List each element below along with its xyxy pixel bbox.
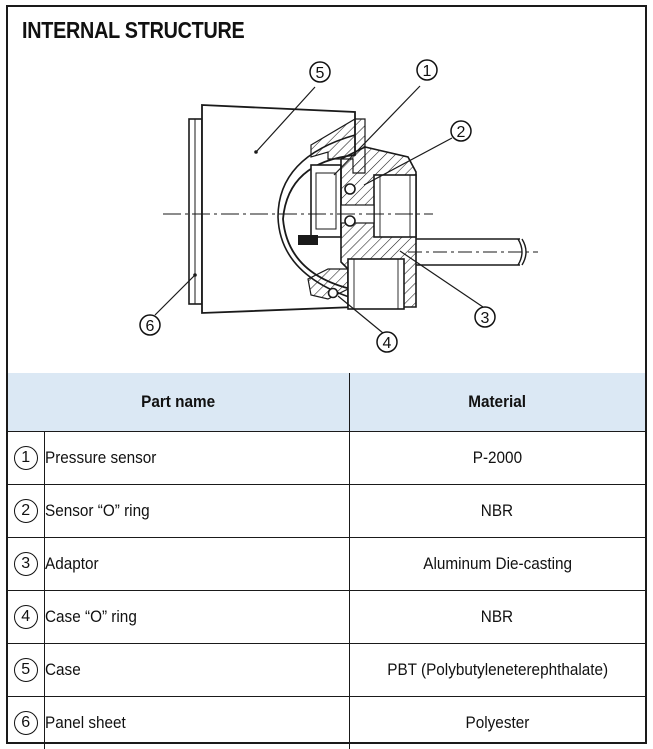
table-row: 3 Adaptor Aluminum Die-casting — [8, 537, 646, 591]
row-number: 4 — [8, 590, 45, 644]
adaptor-shape — [340, 146, 417, 310]
callout-4: 4 — [376, 331, 398, 353]
material-cell: P-2000 — [348, 431, 646, 485]
table-row: 1 Pressure sensor P-2000 — [8, 431, 646, 485]
part-name-cell: Adaptor — [43, 537, 350, 591]
callout-3: 3 — [474, 306, 496, 328]
table-row: 5 Case PBT (Polybutyleneterephthalate) — [8, 643, 646, 697]
callout-6: 6 — [139, 314, 161, 336]
table-header-row: Part name Material — [8, 373, 646, 432]
row-number: 5 — [8, 643, 45, 697]
table-row: 2 Sensor “O” ring NBR — [8, 484, 646, 538]
svg-text:6: 6 — [146, 318, 155, 335]
panel-title: INTERNAL STRUCTURE — [22, 17, 245, 43]
svg-text:2: 2 — [457, 124, 466, 141]
part-name-cell: Pressure sensor — [43, 431, 350, 485]
header-material: Material — [348, 373, 646, 432]
row-number: 6 — [8, 696, 45, 749]
internal-structure-panel: INTERNAL STRUCTURE — [8, 7, 645, 375]
pressure-sensor-shape — [298, 164, 342, 245]
leader-lines — [154, 85, 484, 334]
parts-table: Part name Material 1 Pressure sensor P-2… — [8, 373, 646, 749]
row-number: 1 — [8, 431, 45, 485]
svg-text:4: 4 — [383, 335, 392, 352]
material-cell: PBT (Polybutyleneterephthalate) — [348, 643, 646, 697]
case-o-ring-shape — [327, 287, 339, 299]
row-number: 2 — [8, 484, 45, 538]
svg-text:5: 5 — [316, 65, 325, 82]
part-name-cell: Case “O” ring — [43, 590, 350, 644]
header-part-name: Part name — [8, 373, 350, 432]
part-name-cell: Sensor “O” ring — [43, 484, 350, 538]
material-cell: Aluminum Die-casting — [348, 537, 646, 591]
material-cell: NBR — [348, 484, 646, 538]
part-name-cell: Panel sheet — [43, 696, 350, 749]
callout-2: 2 — [450, 120, 472, 142]
cross-section-drawing: 5 1 2 3 4 — [139, 59, 538, 353]
sensor-o-ring-shape — [344, 183, 356, 227]
callout-5: 5 — [309, 61, 331, 83]
material-cell: Polyester — [348, 696, 646, 749]
material-cell: NBR — [348, 590, 646, 644]
svg-text:3: 3 — [481, 310, 490, 327]
row-number: 3 — [8, 537, 45, 591]
document-frame: INTERNAL STRUCTURE — [6, 5, 647, 749]
part-name-cell: Case — [43, 643, 350, 697]
table-row: 4 Case “O” ring NBR — [8, 590, 646, 644]
svg-text:1: 1 — [423, 63, 432, 80]
callout-1: 1 — [416, 59, 438, 81]
table-row: 6 Panel sheet Polyester — [8, 696, 646, 749]
